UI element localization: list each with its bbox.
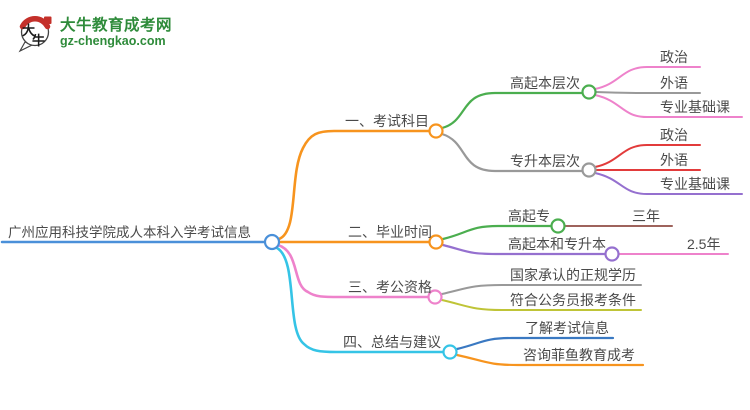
edge-root-to-civil-service — [276, 243, 430, 299]
brand-logo-icon: 大 牛 — [18, 16, 52, 53]
edge-exam-to-zhuanshengben-level — [440, 132, 585, 173]
branch-exam-subjects-label: 一、考试科目 — [345, 113, 429, 129]
gaoqiben-level-dot — [581, 84, 597, 100]
gaoqiben-zsb-duration: 2.5年 — [687, 236, 720, 252]
exam-subjects-dot — [428, 123, 444, 139]
edge-graduation-gaoqiben-zsb — [441, 243, 607, 256]
gaoqiben-zsb-label: 高起本和专升本 — [508, 236, 606, 252]
gaoqiben-subject-foreign-language: 外语 — [660, 75, 688, 91]
gaoqiben-zsb-dot — [604, 246, 620, 262]
civil-service-point-requirements: 符合公务员报考条件 — [510, 292, 636, 308]
gaoqizhuan-duration: 三年 — [632, 208, 660, 224]
edge-graduation-gaoqizhuan — [441, 224, 554, 241]
gaoqizhuan-label: 高起专 — [508, 208, 550, 224]
brand-text-block: 大牛教育成考网 gz-chengkao.com — [60, 17, 172, 49]
edge-summary-consult — [455, 353, 645, 367]
edge-exam-to-gaoqiben-level — [440, 91, 585, 130]
branch-graduation-time-label: 二、毕业时间 — [348, 224, 432, 240]
brand-domain: gz-chengkao.com — [60, 34, 166, 49]
gaoqiben-level-label: 高起本层次 — [510, 75, 580, 91]
graduation-time-dot — [428, 234, 444, 250]
gaoqiben-subject-politics: 政治 — [660, 49, 688, 65]
civil-service-dot — [427, 289, 443, 305]
summary-dot — [442, 344, 458, 360]
zhuanshengben-level-label: 专升本层次 — [510, 153, 580, 169]
red-seal-icon — [44, 16, 52, 24]
zhuanshengben-subject-foreign-language: 外语 — [660, 152, 688, 168]
edge-civil-meet-requirements — [441, 299, 642, 311]
edge-gaoqiben-foreign-language — [594, 91, 701, 94]
summary-point-know-info: 了解考试信息 — [525, 320, 609, 336]
edge-civil-recognized-diploma — [441, 284, 642, 295]
logo-char-2: 牛 — [32, 33, 45, 48]
edge-gaoqiben-basic-course — [594, 94, 743, 118]
gaoqizhuan-dot — [550, 218, 566, 234]
zhuanshengben-subject-basic-course: 专业基础课 — [660, 176, 730, 192]
zhuanshengben-subject-politics: 政治 — [660, 127, 688, 143]
branch-summary-label: 四、总结与建议 — [343, 334, 441, 350]
edge-gaoqiben-politics — [594, 66, 701, 90]
root-node-label: 广州应用科技学院成人本科入学考试信息 — [8, 224, 251, 240]
edge-root-to-summary — [275, 246, 445, 354]
logo-char-1: 大 — [22, 23, 35, 38]
brand-name: 大牛教育成考网 — [60, 17, 173, 35]
civil-service-point-diploma: 国家承认的正规学历 — [510, 267, 636, 283]
brand-logo: 大 牛 大牛教育成考网 gz-chengkao.com — [16, 13, 172, 53]
root-node-dot — [263, 233, 281, 251]
edge-summary-know-info — [455, 336, 615, 351]
edge-root-to-exam-subjects — [277, 129, 431, 241]
branch-civil-service-label: 三、考公资格 — [348, 279, 432, 295]
edge-zhuanshengben-politics — [594, 144, 701, 168]
summary-point-consult: 咨询菲鱼教育成考 — [523, 347, 635, 363]
gaoqiben-subject-basic-course: 专业基础课 — [660, 99, 730, 115]
edge-zhuanshengben-basic-course — [594, 172, 743, 195]
zhuanshengben-level-dot — [581, 162, 597, 178]
